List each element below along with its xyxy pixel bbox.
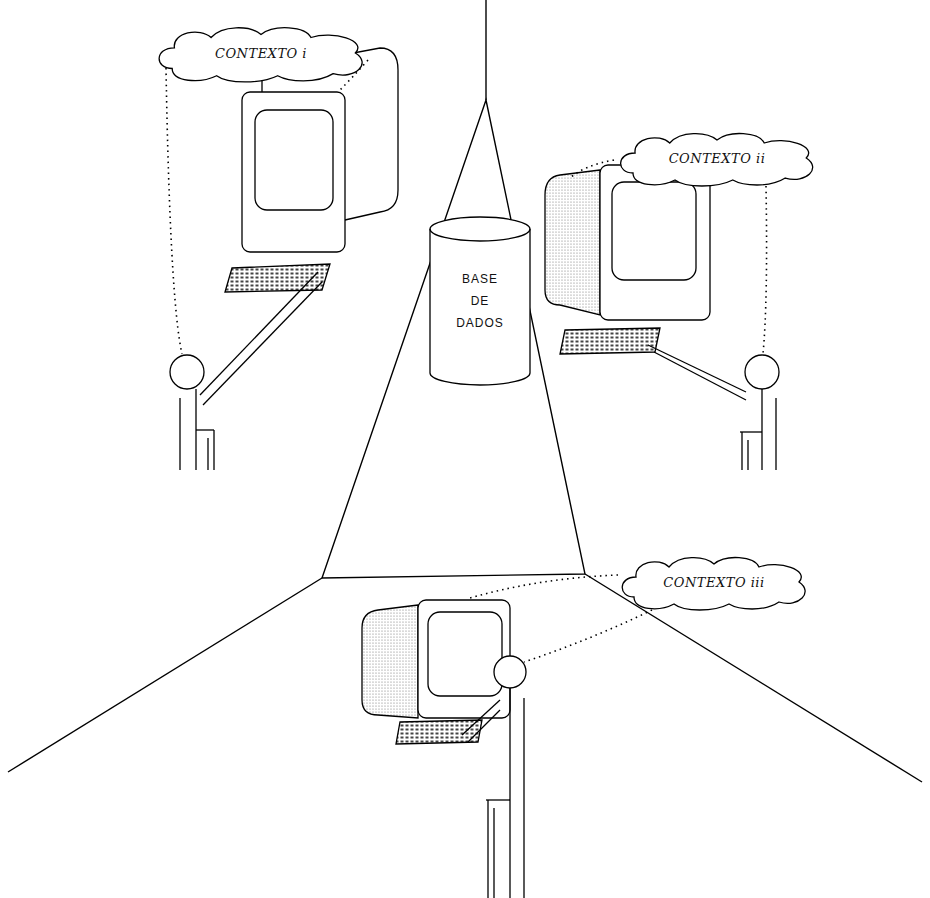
context-cloud: CONTEXTO iii	[614, 552, 814, 612]
context-link	[570, 160, 767, 354]
user-i	[170, 355, 214, 470]
context-cloud: CONTEXTO i	[150, 22, 372, 84]
context-label: CONTEXTO iii	[663, 575, 764, 590]
room-walls	[8, 0, 922, 782]
context-link	[166, 60, 368, 354]
database-cylinder: BASE DE DADOS	[428, 215, 532, 387]
context-label: CONTEXTO ii	[669, 151, 766, 166]
user-ii	[740, 355, 779, 470]
terminal-iii	[362, 600, 510, 744]
user-iii	[486, 656, 526, 898]
database-label: BASE DE DADOS	[450, 268, 510, 334]
terminal-i	[200, 48, 398, 405]
context-label: CONTEXTO i	[215, 46, 307, 61]
terminal-ii	[545, 165, 746, 400]
context-cloud: CONTEXTO ii	[612, 128, 822, 188]
